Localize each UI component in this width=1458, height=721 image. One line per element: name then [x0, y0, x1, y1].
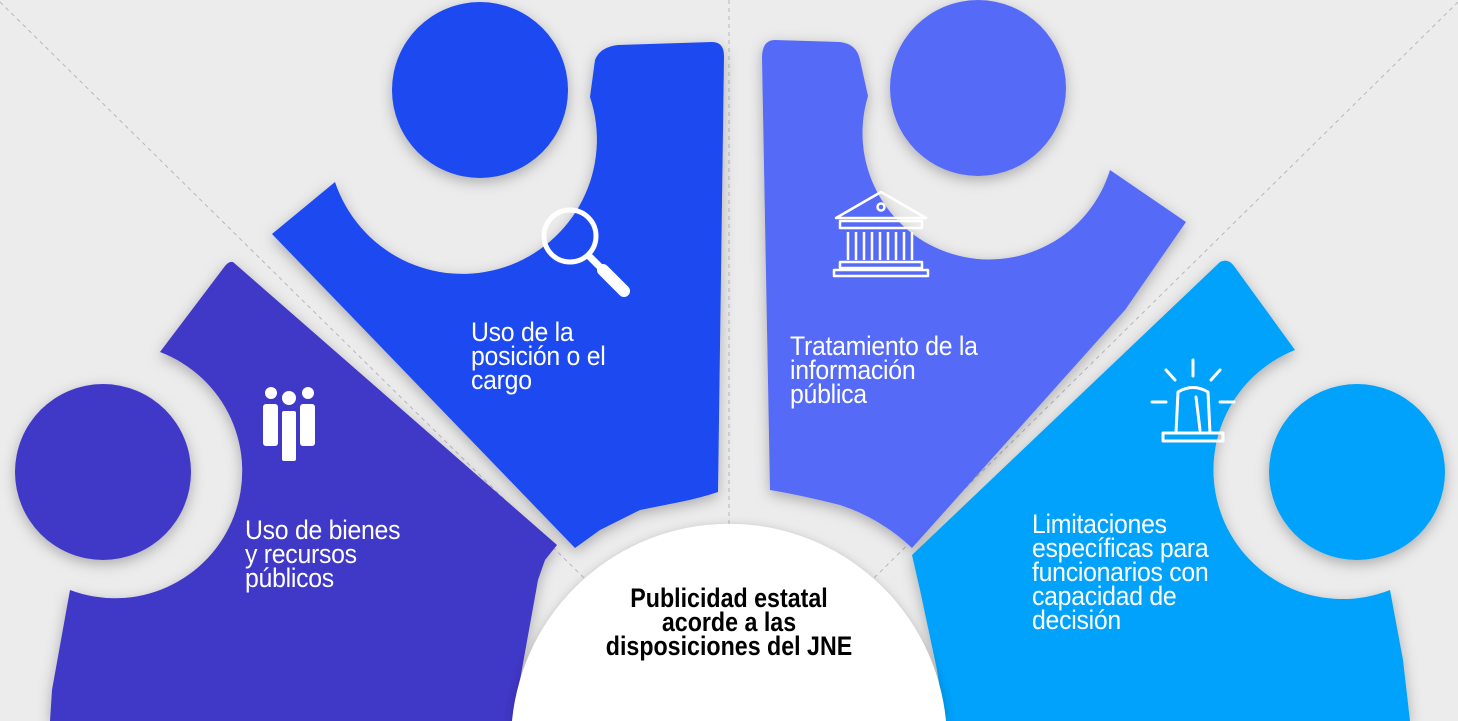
alarm-siren-icon — [1150, 358, 1236, 443]
center-hub-shape — [512, 523, 946, 721]
center-label: Publicidad estatal acorde a las disposic… — [605, 583, 853, 661]
segment-limitaciones — [912, 260, 1445, 721]
segment-tratamiento-informacion — [762, 0, 1186, 548]
magnifier-icon — [541, 207, 630, 297]
segment-3-shape — [762, 40, 1186, 548]
segment-2-head — [392, 2, 568, 178]
people-icon — [263, 387, 315, 463]
label-tratamiento-informacion: Tratamiento de la información pública — [790, 331, 978, 409]
segment-4-shape — [912, 260, 1410, 721]
label-posicion-cargo: Uso de la posición o el cargo — [471, 317, 606, 395]
segment-2-shape — [272, 42, 724, 548]
segment-posicion-cargo — [272, 2, 724, 548]
label-bienes-recursos: Uso de bienes y recursos públicos — [245, 515, 401, 593]
segment-4-head — [1269, 384, 1445, 560]
bank-building-icon — [832, 190, 930, 278]
label-limitaciones: Limitaciones específicas para funcionari… — [1032, 509, 1209, 635]
segment-1-shape — [50, 261, 557, 721]
segment-3-head — [890, 0, 1066, 176]
segment-1-head — [15, 384, 191, 560]
center-hub — [512, 523, 946, 721]
segment-bienes-recursos — [15, 261, 557, 721]
